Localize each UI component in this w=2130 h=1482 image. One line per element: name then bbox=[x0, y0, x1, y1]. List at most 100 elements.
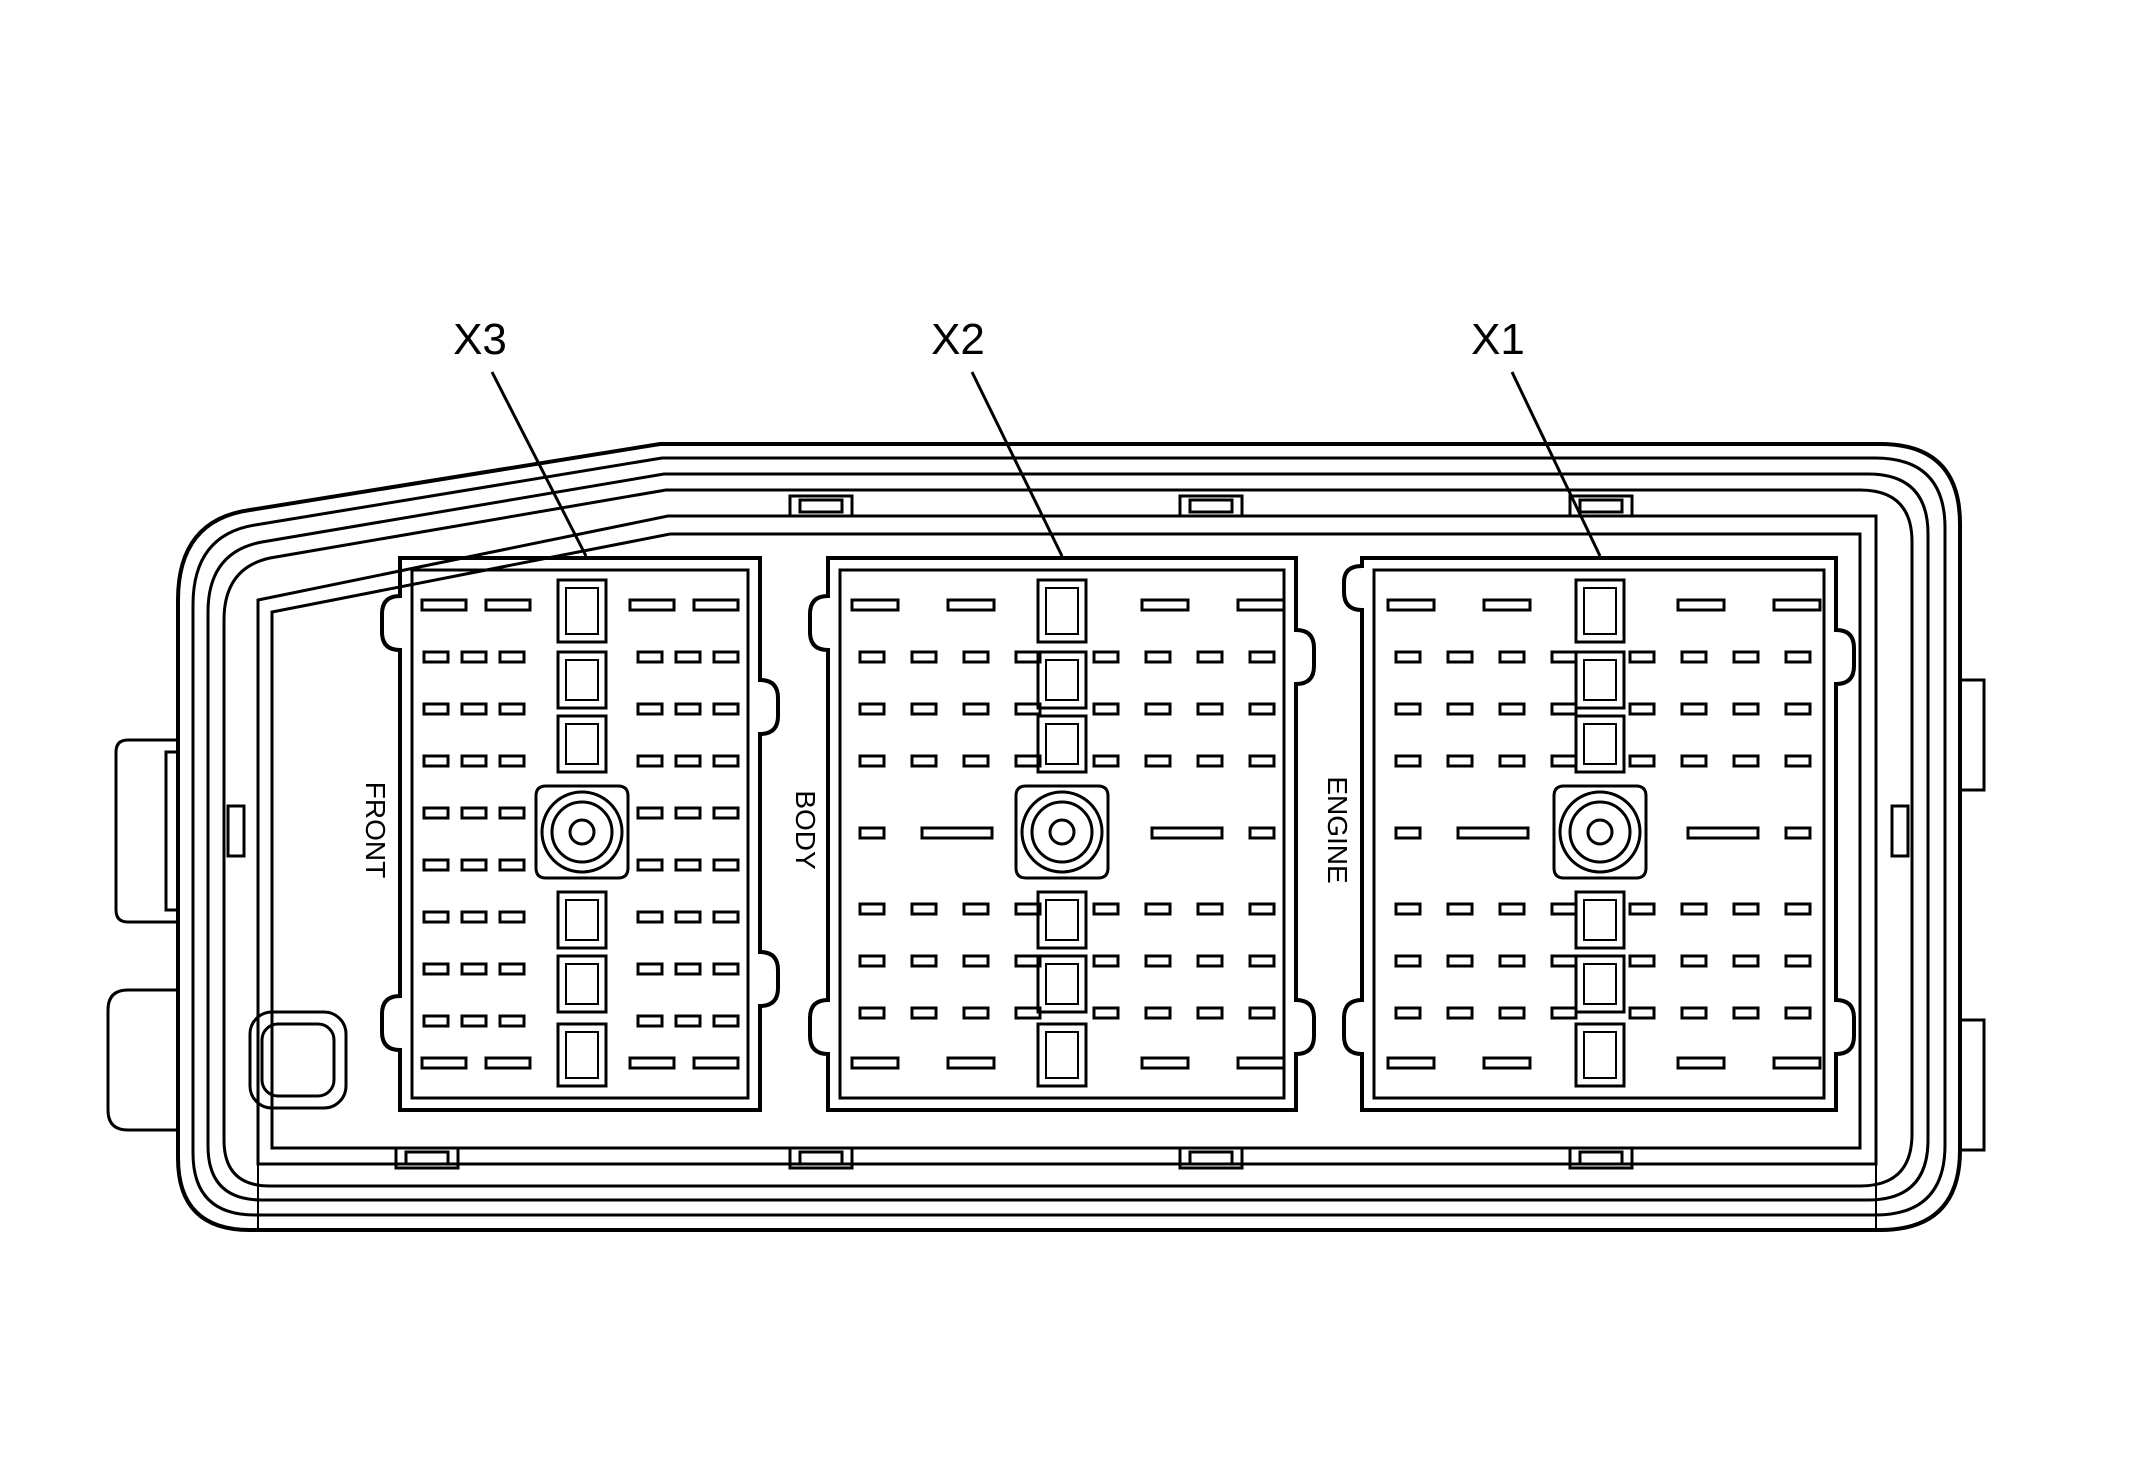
terminal-slot bbox=[498, 962, 526, 976]
terminal-slot bbox=[674, 910, 702, 924]
connector-label-x2: X2 bbox=[931, 315, 985, 364]
terminal-slot bbox=[1144, 1006, 1172, 1020]
terminal-slot bbox=[1784, 702, 1812, 716]
terminal-slot bbox=[1394, 902, 1422, 916]
terminal-slot bbox=[1680, 1006, 1708, 1020]
terminal-slot bbox=[1680, 650, 1708, 664]
terminal-slot bbox=[1394, 702, 1422, 716]
terminal-slot bbox=[1248, 826, 1276, 840]
terminal-slot bbox=[460, 962, 488, 976]
terminal-slot bbox=[1144, 954, 1172, 968]
terminal-slot bbox=[1784, 650, 1812, 664]
terminal-slot bbox=[1144, 754, 1172, 768]
terminal-slot bbox=[674, 702, 702, 716]
terminal-slot bbox=[1732, 650, 1760, 664]
side-tabs bbox=[106, 678, 1986, 1152]
terminal-slot bbox=[674, 1014, 702, 1028]
terminal-slot bbox=[422, 858, 450, 872]
connector-x1 bbox=[1342, 556, 1856, 1112]
terminal-slot bbox=[962, 1006, 990, 1020]
terminal-slot bbox=[1732, 702, 1760, 716]
terminal-slot bbox=[1628, 1006, 1656, 1020]
terminal-slot bbox=[422, 806, 450, 820]
terminal-slot bbox=[1446, 754, 1474, 768]
terminal-slot bbox=[1628, 902, 1656, 916]
terminal-slot bbox=[1248, 702, 1276, 716]
terminal-slots bbox=[420, 598, 1822, 1070]
leader-line-x2 bbox=[970, 371, 1064, 557]
terminal-slot bbox=[712, 1014, 740, 1028]
connector-label-x3: X3 bbox=[453, 315, 507, 364]
connector-x2 bbox=[808, 556, 1316, 1112]
terminal-slot bbox=[636, 650, 664, 664]
terminal-slot bbox=[712, 754, 740, 768]
terminal-slot bbox=[910, 902, 938, 916]
terminal-slot bbox=[1248, 650, 1276, 664]
terminal-slot bbox=[1680, 754, 1708, 768]
leader-line-x3 bbox=[490, 371, 588, 557]
terminal-slot bbox=[712, 806, 740, 820]
terminal-slot bbox=[1394, 650, 1422, 664]
terminal-slot bbox=[1680, 902, 1708, 916]
terminal-slot bbox=[420, 598, 468, 612]
terminal-slot bbox=[1628, 702, 1656, 716]
terminal-slot bbox=[460, 910, 488, 924]
terminal-slot bbox=[910, 954, 938, 968]
terminal-slot bbox=[498, 858, 526, 872]
terminal-slot bbox=[420, 1056, 468, 1070]
terminal-slot bbox=[1628, 954, 1656, 968]
terminal-slot bbox=[1196, 902, 1224, 916]
terminal-slot bbox=[422, 962, 450, 976]
terminal-slot bbox=[712, 858, 740, 872]
terminal-slot bbox=[1014, 954, 1042, 968]
terminal-slot bbox=[1550, 754, 1578, 768]
terminal-slot bbox=[962, 702, 990, 716]
terminal-slot bbox=[1784, 902, 1812, 916]
terminal-slot bbox=[1092, 650, 1120, 664]
leader-lines bbox=[490, 371, 1602, 557]
side-label-body: BODY bbox=[790, 790, 821, 870]
terminal-slot bbox=[1446, 702, 1474, 716]
terminal-slot bbox=[858, 1006, 886, 1020]
terminal-slot bbox=[692, 1056, 740, 1070]
terminal-slot bbox=[1498, 650, 1526, 664]
terminal-slot bbox=[946, 1056, 996, 1070]
terminal-slot bbox=[712, 650, 740, 664]
terminal-slot bbox=[1686, 826, 1760, 840]
terminal-slot bbox=[1498, 1006, 1526, 1020]
terminal-slot bbox=[962, 650, 990, 664]
connector-label-x1: X1 bbox=[1471, 315, 1525, 364]
terminal-slot bbox=[1092, 1006, 1120, 1020]
terminal-slot bbox=[674, 962, 702, 976]
terminal-slot bbox=[460, 702, 488, 716]
terminal-slot bbox=[692, 598, 740, 612]
terminal-slot bbox=[1498, 954, 1526, 968]
terminal-slot bbox=[1386, 1056, 1436, 1070]
terminal-slot bbox=[1196, 1006, 1224, 1020]
terminal-slot bbox=[1550, 902, 1578, 916]
terminal-slot bbox=[962, 954, 990, 968]
terminal-slot bbox=[910, 702, 938, 716]
terminal-slot bbox=[1550, 650, 1578, 664]
terminal-slot bbox=[1676, 1056, 1726, 1070]
terminal-slot bbox=[1248, 1006, 1276, 1020]
terminal-slot bbox=[1784, 754, 1812, 768]
terminal-slot bbox=[712, 702, 740, 716]
terminal-slot bbox=[1144, 902, 1172, 916]
terminal-slot bbox=[712, 910, 740, 924]
terminal-slot bbox=[636, 962, 664, 976]
terminal-slot bbox=[1236, 1056, 1286, 1070]
terminal-slot bbox=[910, 754, 938, 768]
terminal-slot bbox=[1014, 1006, 1042, 1020]
terminal-slot bbox=[1550, 702, 1578, 716]
terminal-slot bbox=[1092, 754, 1120, 768]
terminal-slot bbox=[1092, 902, 1120, 916]
terminal-slot bbox=[636, 1014, 664, 1028]
terminal-slot bbox=[1482, 1056, 1532, 1070]
terminal-slot bbox=[1394, 826, 1422, 840]
terminal-slot bbox=[1732, 754, 1760, 768]
terminal-slot bbox=[1196, 702, 1224, 716]
terminal-slot bbox=[674, 858, 702, 872]
terminal-slot bbox=[1236, 598, 1286, 612]
terminal-slot bbox=[1680, 702, 1708, 716]
